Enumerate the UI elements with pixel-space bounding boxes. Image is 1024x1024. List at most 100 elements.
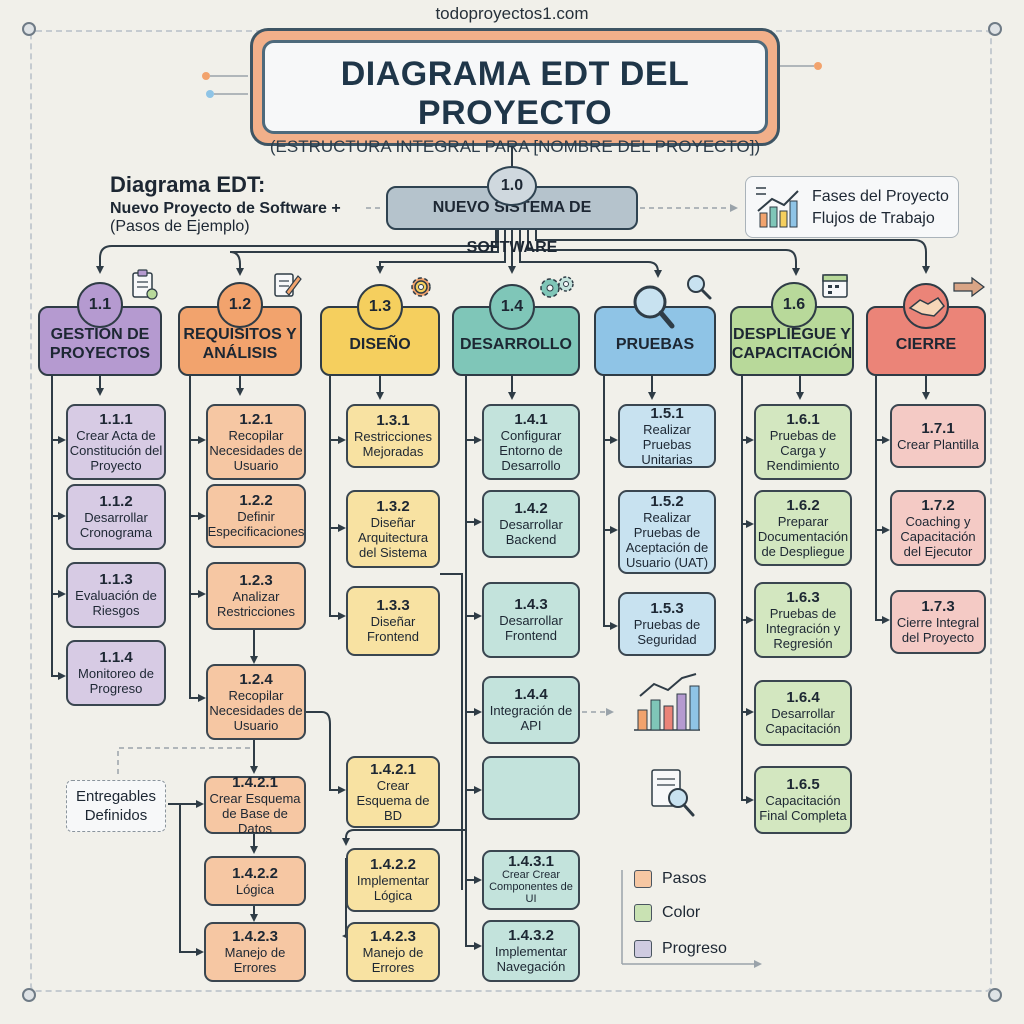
task-label: Lógica (235, 881, 275, 897)
task-1-1-4: 1.1.4 Monitoreo de Progreso (66, 640, 166, 706)
task-1-2-1: 1.2.1 Recopilar Necesidades de Usuario (206, 404, 306, 480)
task-label: Implementar Lógica (356, 873, 430, 903)
task-empty (482, 756, 580, 820)
task-label: Capacitación Final Completa (759, 793, 847, 823)
task-1-4-2-2-yellow: 1.4.2.2 Implementar Lógica (346, 848, 440, 912)
task-1-6-3: 1.6.3 Pruebas de Integración y Regresión (754, 582, 852, 658)
task-label: Manejo de Errores (362, 945, 424, 975)
phase-1-2-id: 1.2 (217, 282, 263, 328)
task-id: 1.2.2 (239, 492, 273, 509)
task-1-4-3-2: 1.4.3.2 Implementar Navegación (482, 920, 580, 982)
legend-item-color: Color (634, 902, 700, 924)
site-url: todoproyectos1.com (435, 4, 589, 23)
task-1-4-2-3-orange: 1.4.2.3 Manejo de Errores (204, 922, 306, 982)
task-id: 1.4.3.1 (508, 852, 554, 870)
task-1-5-3: 1.5.3 Pruebas de Seguridad (618, 592, 716, 656)
legend-label: Color (662, 904, 701, 921)
task-label: Manejo de Errores (224, 945, 286, 975)
task-id: 1.7.1 (921, 419, 955, 437)
task-id: 1.4.2.1 (232, 773, 278, 791)
task-1-4-2-2-orange: 1.4.2.2 Lógica (204, 856, 306, 906)
page-subtitle: (ESTRUCTURA INTEGRAL PARA [NOMBRE DEL PR… (269, 137, 761, 156)
task-label: Restricciones Mejoradas (353, 429, 433, 459)
task-id: 1.5.3 (650, 600, 684, 617)
task-id: 1.4.1 (514, 410, 548, 428)
task-1-5-1: 1.5.1 Realizar Pruebas Unitarias (618, 404, 716, 468)
task-1-4-3: 1.4.3 Desarrollar Frontend (482, 582, 580, 658)
deliverables-line-2: Definidos (84, 807, 148, 824)
task-label: Definir Especificaciones (207, 509, 305, 539)
bar-chart-icon (634, 673, 700, 731)
task-id: 1.6.2 (786, 496, 820, 514)
task-label: Desarrollar Cronograma (79, 510, 153, 540)
small-magnifier-icon (687, 275, 712, 300)
task-id: 1.6.4 (786, 689, 820, 706)
side-caption-note: (Pasos de Ejemplo) (110, 218, 250, 235)
magnifier-icon (633, 285, 675, 329)
title-card: DIAGRAMA EDT DEL PROYECTO (ESTRUCTURA IN… (262, 40, 768, 156)
calendar-icon (822, 274, 848, 298)
task-id: 1.6.1 (786, 410, 820, 428)
task-label: Implementar Navegación (494, 944, 568, 974)
corner-dot (22, 988, 36, 1002)
legend-swatch (634, 940, 652, 958)
legend-item-progreso: Progreso (634, 938, 727, 960)
legend-swatch (634, 870, 652, 888)
task-1-3-2: 1.3.2 Diseñar Arquitectura del Sistema (346, 490, 440, 568)
task-label: Realizar Pruebas de Aceptación de Usuari… (625, 510, 709, 570)
task-1-2-4: 1.2.4 Recopilar Necesidades de Usuario (206, 664, 306, 740)
task-label: Monitoreo de Progreso (78, 666, 154, 696)
task-id: 1.4.2.1 (370, 760, 416, 778)
task-id: 1.4.2 (514, 500, 548, 517)
task-label: Integración de API (489, 703, 573, 733)
task-1-4-2-3-yellow: 1.4.2.3 Manejo de Errores (346, 922, 440, 982)
task-label: Recopilar Necesidades de Usuario (209, 687, 303, 733)
task-label: Crear Esquema de Base de Datos (209, 790, 301, 836)
task-id: 1.4.2.3 (370, 928, 416, 945)
corner-dot (988, 22, 1002, 36)
phase-1-6-id: 1.6 (771, 282, 817, 328)
task-id: 1.1.1 (99, 410, 133, 428)
task-id: 1.4.2.2 (370, 856, 416, 873)
task-id: 1.4.2.2 (232, 864, 278, 882)
info-line-phases: Fases del Proyecto (812, 188, 949, 205)
task-1-6-5: 1.6.5 Capacitación Final Completa (754, 766, 852, 834)
page-title: DIAGRAMA EDT DEL PROYECTO (340, 55, 690, 132)
phase-1-3-id: 1.3 (357, 284, 403, 330)
corner-dot (988, 988, 1002, 1002)
gears-icon (540, 276, 574, 298)
clipboard-icon (132, 269, 158, 300)
legend: Pasos Color Progreso (622, 862, 752, 974)
task-id: 1.2.1 (239, 410, 273, 428)
task-id: 1.2.4 (239, 670, 273, 688)
side-caption-subtitle: Nuevo Proyecto de Software + (110, 200, 341, 217)
corner-dot (22, 22, 36, 36)
task-label: Preparar Documentación de Despliegue (757, 513, 849, 559)
task-1-3-1: 1.3.1 Restricciones Mejoradas (346, 404, 440, 468)
task-1-1-2: 1.1.2 Desarrollar Cronograma (66, 484, 166, 550)
task-1-4-2-1-orange: 1.4.2.1 Crear Esquema de Base de Datos (204, 773, 306, 836)
deliverables-line-1: Entregables (75, 788, 157, 805)
task-label: Analizar Restricciones (216, 589, 296, 619)
task-label: Desarrollar Capacitación (765, 706, 841, 736)
task-id: 1.1.3 (99, 571, 133, 588)
task-id: 1.7.2 (921, 496, 955, 514)
legend-label: Progreso (662, 940, 727, 957)
side-caption-title: Diagrama EDT: (110, 172, 266, 197)
task-1-2-3: 1.2.3 Analizar Restricciones (206, 562, 306, 630)
legend-label: Pasos (662, 870, 707, 887)
root-node: NUEVO SISTEMA DE SOFTWARE (386, 186, 638, 256)
growth-chart-icon (756, 187, 799, 228)
legend-item-pasos: Pasos (634, 868, 706, 890)
task-id: 1.4.2.3 (232, 928, 278, 945)
task-id: 1.2.3 (239, 572, 273, 589)
task-1-4-4: 1.4.4 Integración de API (482, 676, 580, 744)
notepad-pencil-icon (274, 273, 302, 297)
task-1-1-1: 1.1.1 Crear Acta de Constitución del Pro… (66, 404, 166, 480)
task-1-7-1: 1.7.1 Crear Plantilla (890, 404, 986, 468)
task-id: 1.5.1 (650, 404, 684, 422)
task-id: 1.4.3.2 (508, 927, 554, 944)
task-id: 1.5.2 (650, 493, 684, 510)
task-1-6-2: 1.6.2 Preparar Documentación de Desplieg… (754, 490, 852, 566)
phase-pruebas: PRUEBAS (594, 306, 716, 376)
